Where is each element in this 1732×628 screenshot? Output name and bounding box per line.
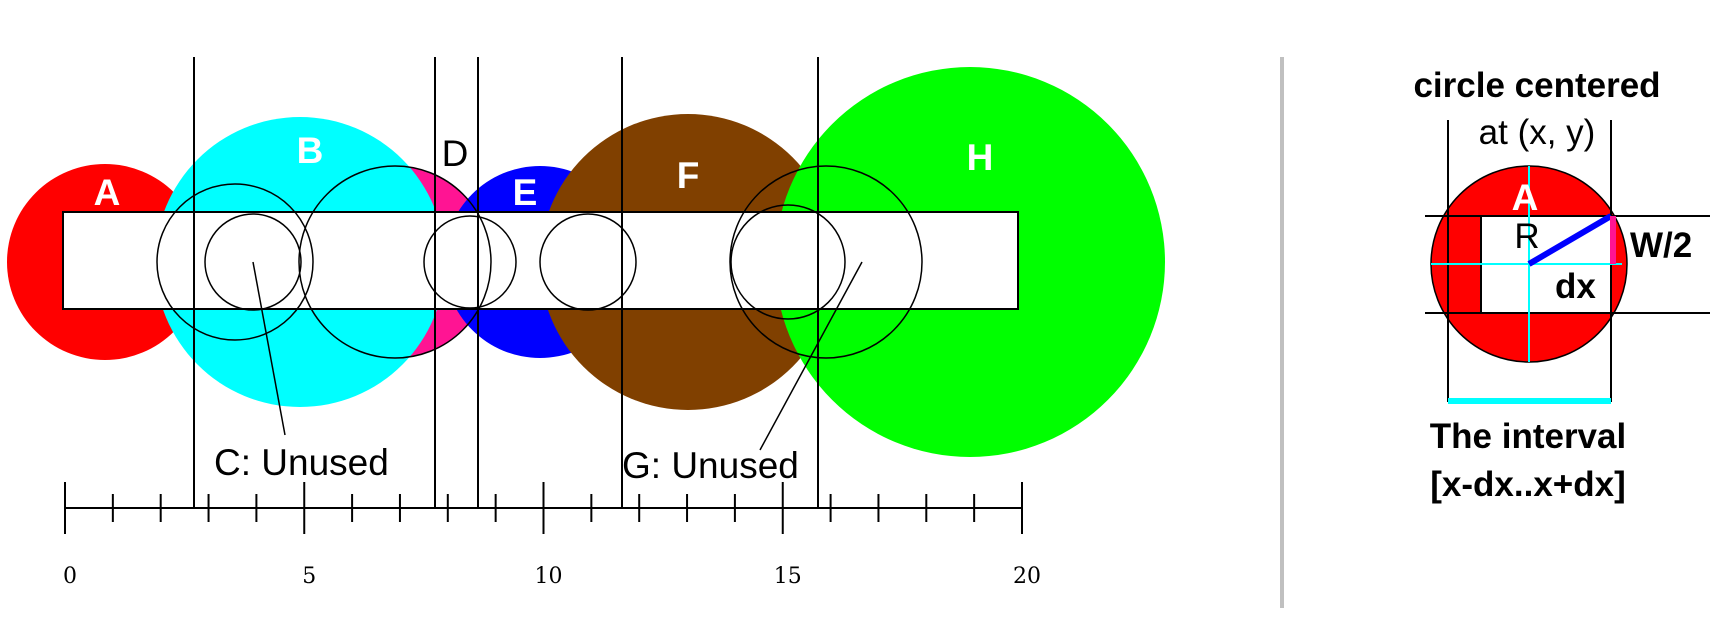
detail-diagram: circle centered at (x, y) A R W/2 dx The… <box>1413 66 1710 504</box>
circle-label-a: A <box>94 172 121 213</box>
circle-label-f: F <box>677 155 700 196</box>
outline-circle-c <box>204 213 302 311</box>
detail-title-line2: at (x, y) <box>1479 113 1596 152</box>
detail-radius-line <box>1527 213 1613 267</box>
pointer-line-c <box>252 261 286 436</box>
circle-label-h: H <box>967 137 994 178</box>
detail-dx-label: dx <box>1555 267 1596 306</box>
circle-label-d: D <box>442 133 469 174</box>
unused-label-g: G: Unused <box>622 445 799 486</box>
outline-circle-d <box>423 215 517 309</box>
axis-tick-labels: 0 5 10 15 20 <box>63 564 1041 589</box>
main-diagram: A B D E F H C: Unused G: Unused 0 5 10 15 20 <box>7 57 1165 589</box>
axis-tick-label: 10 <box>535 564 563 589</box>
number-axis: 0 5 10 15 20 <box>63 482 1041 589</box>
detail-half-width-label: W/2 <box>1630 226 1692 265</box>
detail-interval-line1: The interval <box>1430 417 1626 456</box>
detail-interval-line2: [x-dx..x+dx] <box>1430 465 1625 504</box>
circle-label-e: E <box>513 172 538 213</box>
detail-radius-label: R <box>1514 217 1539 256</box>
outline-circle-g <box>729 165 923 359</box>
detail-title-line1: circle centered <box>1413 66 1660 105</box>
outline-circle-e <box>539 213 637 311</box>
axis-tick-label: 0 <box>63 564 77 589</box>
axis-tick-label: 20 <box>1013 564 1041 589</box>
pointer-line-g <box>759 261 863 451</box>
outline-circle-f <box>730 204 846 320</box>
minor-ticks <box>64 482 1023 534</box>
axis-tick-label: 15 <box>774 564 802 589</box>
axis-tick-label: 5 <box>302 564 316 589</box>
outline-circle-b <box>298 165 492 359</box>
unused-label-c: C: Unused <box>214 442 389 483</box>
circle-label-b: B <box>297 130 324 171</box>
outline-circle-a <box>156 183 314 341</box>
detail-circle-label: A <box>1512 177 1539 218</box>
